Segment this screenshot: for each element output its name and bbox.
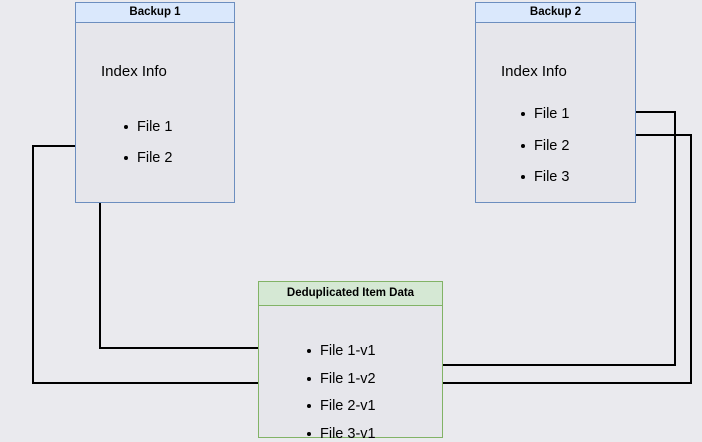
list-item[interactable]: File 3-v1 (306, 426, 376, 442)
list-item[interactable]: File 1 (123, 120, 172, 135)
list-item[interactable]: File 3 (520, 170, 569, 185)
backup-1-index-info-label: Index Info (101, 63, 167, 80)
node-backup-1-body: Index Info File 1 File 2 (76, 23, 234, 202)
node-backup-2-body: Index Info File 1 File 2 File 3 (476, 23, 635, 202)
dedup-file-list: File 1-v1 File 1-v2 File 2-v1 File 3-v1 (306, 344, 376, 441)
backup-1-file-list: File 1 File 2 (123, 120, 172, 165)
backup-2-file-list: File 1 File 2 File 3 (520, 107, 569, 185)
node-deduplicated-item-data-body: File 1-v1 File 1-v2 File 2-v1 File 3-v1 (259, 306, 442, 441)
list-item[interactable]: File 2 (520, 138, 569, 154)
node-deduplicated-item-data[interactable]: Deduplicated Item Data File 1-v1 File 1-… (258, 281, 443, 441)
backup-2-index-info-label: Index Info (501, 63, 567, 80)
list-item[interactable]: File 1-v1 (306, 344, 376, 359)
list-item[interactable]: File 2-v1 (306, 399, 376, 414)
list-item[interactable]: File 1-v2 (306, 371, 376, 387)
node-backup-2-title: Backup 2 (476, 3, 635, 23)
node-backup-1[interactable]: Backup 1 Index Info File 1 File 2 (75, 2, 235, 203)
list-item[interactable]: File 1 (520, 107, 569, 122)
list-item[interactable]: File 2 (123, 150, 172, 166)
node-deduplicated-item-data-title: Deduplicated Item Data (259, 282, 442, 306)
node-backup-2[interactable]: Backup 2 Index Info File 1 File 2 File 3 (475, 2, 636, 203)
node-backup-1-title: Backup 1 (76, 3, 234, 23)
